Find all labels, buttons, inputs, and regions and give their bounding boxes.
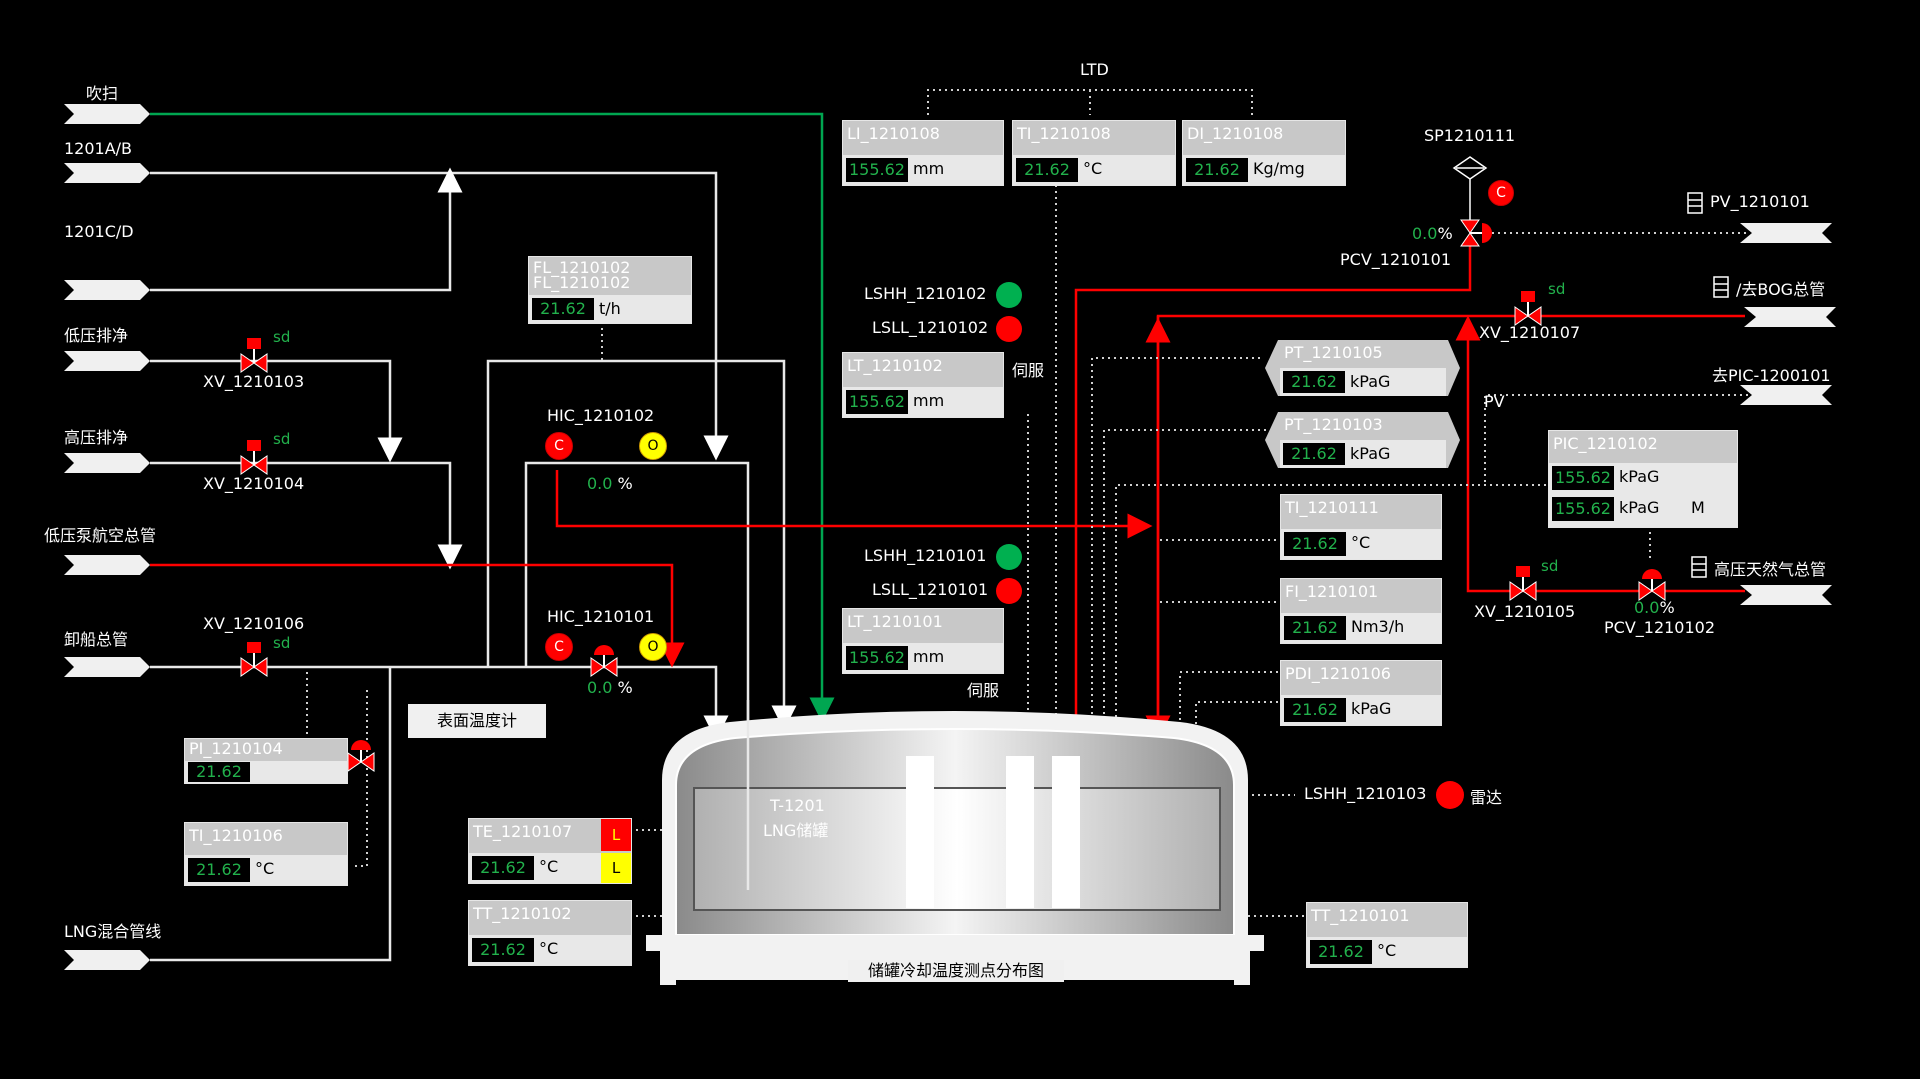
lshh-1210103-label: LSHH_1210103 bbox=[1304, 784, 1427, 803]
hic-1210102-output: 0.0 % bbox=[587, 474, 633, 493]
tag-pi-1210104[interactable]: PI_1210104 21.62 bbox=[184, 738, 348, 784]
pv-label: PV bbox=[1484, 392, 1505, 411]
servo-label: 伺服 bbox=[1012, 361, 1045, 380]
pcv-1210101-output: 0.0% bbox=[1412, 224, 1453, 243]
hic-1210102-label[interactable]: HIC_1210102 bbox=[547, 406, 655, 425]
lng-tank bbox=[646, 700, 1264, 985]
valve-xv-1210106[interactable]: XV_1210106 bbox=[203, 614, 305, 633]
lshh-1210103-status-icon bbox=[1436, 781, 1464, 809]
inlet-hp-drain: 高压排净 bbox=[64, 428, 129, 447]
lsll-1210101-status-icon bbox=[996, 578, 1022, 604]
hic-1210102-open-button[interactable]: O bbox=[639, 432, 667, 460]
outlet-pv: PV_1210101 bbox=[1710, 192, 1810, 211]
sd-label: sd bbox=[1548, 280, 1566, 298]
surface-thermometer-button[interactable]: 表面温度计 bbox=[408, 704, 546, 738]
valve-pcv-1210102[interactable]: PCV_1210102 bbox=[1604, 618, 1716, 637]
valve-xv-1210105[interactable]: XV_1210105 bbox=[1474, 602, 1576, 621]
hic-1210102-close-button[interactable]: C bbox=[545, 432, 573, 460]
outlet-pic: 去PIC-1200101 bbox=[1712, 366, 1831, 385]
valve-xv-1210107[interactable]: XV_1210107 bbox=[1479, 323, 1581, 342]
inlet-unloading: 卸船总管 bbox=[64, 630, 129, 649]
tank-desc: LNG储罐 bbox=[763, 821, 829, 840]
lsll-1210101-label: LSLL_1210101 bbox=[872, 580, 989, 599]
tag-ti-1210108[interactable]: TI_1210108 21.62°C bbox=[1012, 120, 1176, 186]
sd-label: sd bbox=[273, 328, 291, 346]
hic-1210101-open-button[interactable]: O bbox=[639, 633, 667, 661]
hic-1210101-output: 0.0 % bbox=[587, 678, 633, 697]
radar-label: 雷达 bbox=[1470, 788, 1503, 807]
inlet-1201ab: 1201A/B bbox=[64, 139, 133, 158]
tag-tt-1210101[interactable]: TT_1210101 21.62°C bbox=[1306, 902, 1468, 968]
pcv-1210102-output: 0.0% bbox=[1634, 598, 1675, 617]
sd-label: sd bbox=[273, 634, 291, 652]
valve-xv-1210104[interactable]: XV_1210104 bbox=[203, 474, 305, 493]
ltd-label: LTD bbox=[1080, 60, 1109, 79]
tag-te-1210107[interactable]: TE_1210107 21.62°C L L bbox=[468, 818, 632, 884]
outlet-hp-gas: 高压天然气总管 bbox=[1714, 560, 1827, 579]
lshh-1210101-status-icon bbox=[996, 544, 1022, 570]
sd-label: sd bbox=[1541, 557, 1559, 575]
te-1210107-alarm-high: L bbox=[601, 819, 631, 851]
inlet-arrows bbox=[64, 104, 150, 970]
hic-1210101-close-button[interactable]: C bbox=[545, 633, 573, 661]
sp-1210111-label: SP1210111 bbox=[1424, 126, 1516, 145]
outlet-bog: /去BOG总管 bbox=[1736, 280, 1826, 299]
sp-1210111-close-button[interactable]: C bbox=[1488, 180, 1514, 206]
document-icons bbox=[1687, 192, 1729, 578]
valve-xv-1210103[interactable]: XV_1210103 bbox=[203, 372, 305, 391]
inlet-lng-mix: LNG混合管线 bbox=[64, 922, 162, 941]
valve-symbols bbox=[240, 156, 1666, 772]
tag-tt-1210102[interactable]: TT_1210102 21.62°C bbox=[468, 900, 632, 966]
inlet-lp-pump-vent: 低压泵航空总管 bbox=[44, 526, 157, 545]
inlet-1201cd: 1201C/D bbox=[64, 222, 134, 241]
inlet-purge: 吹扫 bbox=[86, 84, 119, 103]
lsll-1210102-status-icon bbox=[996, 316, 1022, 342]
te-1210107-alarm-low: L bbox=[601, 853, 631, 883]
lsll-1210102-label: LSLL_1210102 bbox=[872, 318, 989, 337]
hic-1210101-label[interactable]: HIC_1210101 bbox=[547, 607, 655, 626]
lshh-1210101-label: LSHH_1210101 bbox=[864, 546, 987, 565]
tag-ti-1210111[interactable]: TI_1210111 21.62°C bbox=[1280, 494, 1442, 560]
lshh-1210102-status-icon bbox=[996, 282, 1022, 308]
lshh-1210102-label: LSHH_1210102 bbox=[864, 284, 987, 303]
sd-label: sd bbox=[273, 430, 291, 448]
inlet-lp-drain: 低压排净 bbox=[64, 326, 129, 345]
tag-ti-1210106[interactable]: TI_1210106 21.62°C bbox=[184, 822, 348, 886]
outlet-arrows bbox=[1740, 223, 1836, 605]
servo-label: 伺服 bbox=[967, 681, 1000, 700]
valve-pcv-1210101[interactable]: PCV_1210101 bbox=[1340, 250, 1452, 269]
tank-cooling-temperature-button[interactable]: 储罐冷却温度测点分布图 bbox=[848, 960, 1064, 982]
tank-name: T-1201 bbox=[770, 796, 825, 815]
